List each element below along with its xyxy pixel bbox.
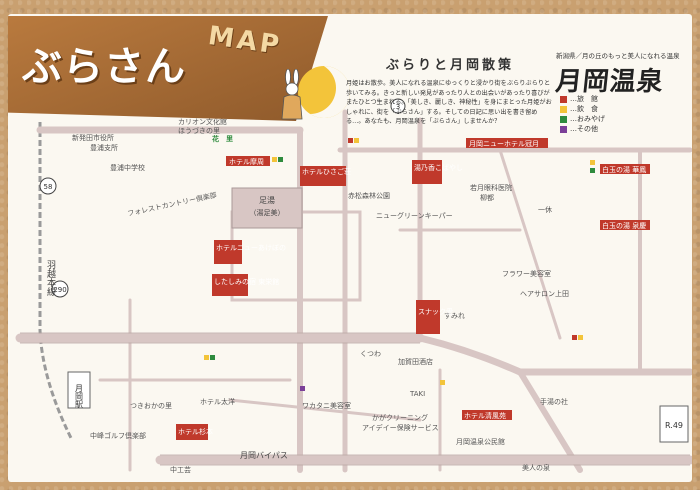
- map-panel: 足湯 （湯足美） 月岡駅 290 58 3 R.49 新発田市役所 豊浦支所 豊…: [8, 14, 692, 482]
- legend-label: …旅 館: [570, 95, 598, 103]
- svg-text:フォレストカントリー倶楽部: フォレストカントリー倶楽部: [127, 190, 218, 218]
- svg-text:花 里: 花 里: [212, 134, 233, 143]
- svg-text:かがクリーニング: かがクリーニング: [372, 413, 428, 422]
- svg-text:ホテルひさご荘: ホテルひさご荘: [302, 167, 351, 176]
- svg-text:白玉の湯 華鳳: 白玉の湯 華鳳: [602, 165, 646, 174]
- bypass-label: 月岡バイパス: [240, 451, 288, 460]
- hotel-markers[interactable]: ホテル摩周 ホテルひさご荘 湯乃香こばやし 月岡ニューホテル冠月 白玉の湯 華鳳…: [176, 138, 650, 440]
- map-canvas[interactable]: 足湯 （湯足美） 月岡駅 290 58 3 R.49 新発田市役所 豊浦支所 豊…: [8, 14, 692, 482]
- svg-text:ホテル太洋: ホテル太洋: [200, 397, 235, 406]
- ashiyu-park[interactable]: [231, 187, 303, 229]
- svg-text:ホテル清風苑: ホテル清風苑: [464, 411, 506, 420]
- svg-text:加賀田酒店: 加賀田酒店: [398, 357, 433, 366]
- svg-text:ニューグリーンキーパー: ニューグリーンキーパー: [376, 211, 453, 220]
- legend-swatch: [560, 115, 567, 123]
- svg-text:若月眼科医院: 若月眼科医院: [470, 183, 512, 192]
- legend-swatch: [560, 125, 567, 133]
- svg-text:月岡ニューホテル冠月: 月岡ニューホテル冠月: [469, 140, 539, 148]
- svg-text:一休: 一休: [538, 205, 552, 214]
- svg-text:ホテルニューあけぼの: ホテルニューあけぼの: [216, 244, 286, 252]
- road-3-label: 3: [396, 103, 400, 111]
- legend: …旅 館 …飲 食 …おみやげ …その他: [560, 94, 605, 134]
- haneetsu-label: 羽越本線: [45, 260, 56, 296]
- svg-text:月岡温泉公民館: 月岡温泉公民館: [456, 437, 505, 446]
- svg-text:豊浦支所: 豊浦支所: [90, 143, 118, 152]
- svg-text:ホテル杉本: ホテル杉本: [178, 427, 213, 436]
- r49-box: [659, 405, 689, 443]
- legend-item-ryokan: …旅 館: [560, 94, 605, 104]
- legend-swatch: [560, 105, 567, 113]
- road-network: [15, 109, 692, 473]
- road-290-label: 290: [53, 286, 66, 294]
- svg-text:すみれ: すみれ: [444, 312, 465, 320]
- svg-text:TAKI: TAKI: [409, 390, 425, 398]
- category-chips: [204, 138, 595, 391]
- legend-item-other: …その他: [560, 124, 605, 134]
- tsukioka-station[interactable]: [67, 371, 91, 409]
- svg-text:くつわ: くつわ: [360, 350, 381, 358]
- road-marker-290: [51, 280, 69, 298]
- svg-text:柳都: 柳都: [480, 193, 494, 202]
- r49-label: R.49: [665, 421, 683, 430]
- legend-label: …飲 食: [570, 105, 598, 113]
- road-edges: [20, 332, 690, 466]
- svg-text:新発田市役所: 新発田市役所: [72, 133, 114, 142]
- svg-text:湯乃香こばやし: 湯乃香こばやし: [414, 163, 463, 172]
- legend-label: …おみやげ: [570, 115, 605, 123]
- svg-text:美人の泉: 美人の泉: [522, 463, 550, 472]
- road-58-label: 58: [44, 183, 53, 191]
- svg-text:月岡カリオンパーク: 月岡カリオンパーク: [172, 100, 235, 108]
- svg-text:中工芸: 中工芸: [170, 465, 191, 474]
- svg-text:白玉の湯 泉慶: 白玉の湯 泉慶: [602, 221, 646, 230]
- ashiyu-sublabel: （湯足美）: [250, 208, 285, 217]
- svg-text:赤松森林公園: 赤松森林公園: [348, 191, 390, 200]
- tsukioka-station-label: 月岡駅: [75, 384, 84, 409]
- svg-text:カリオン文化館: カリオン文化館: [178, 117, 227, 126]
- road-marker-3: [390, 98, 406, 114]
- road-marker-58: [39, 177, 57, 195]
- svg-text:中峰ゴルフ倶楽部: 中峰ゴルフ倶楽部: [90, 431, 146, 440]
- legend-swatch: [560, 95, 567, 103]
- svg-text:ほうづきの里: ほうづきの里: [178, 126, 220, 135]
- svg-text:びいどろ: びいどろ: [178, 109, 206, 117]
- legend-item-souvenir: …おみやげ: [560, 114, 605, 124]
- svg-text:フラワー美容室: フラワー美容室: [502, 269, 551, 278]
- svg-text:ホテル摩周: ホテル摩周: [229, 157, 264, 166]
- legend-label: …その他: [570, 125, 598, 133]
- legend-item-food: …飲 食: [560, 104, 605, 114]
- svg-text:ワカタニ美容室: ワカタニ美容室: [302, 401, 351, 410]
- svg-text:豊浦中学校: 豊浦中学校: [110, 163, 145, 172]
- svg-text:スナック愛: スナック愛: [418, 307, 453, 316]
- svg-text:したしみの宿 東栄館: したしみの宿 東栄館: [214, 277, 279, 286]
- svg-text:つきおかの里: つきおかの里: [130, 402, 172, 410]
- svg-text:手湯の社: 手湯の社: [540, 397, 568, 406]
- ashiyu-label: 足湯: [259, 195, 275, 205]
- svg-text:アイデイー保険サービス: アイデイー保険サービス: [362, 423, 439, 432]
- svg-text:ヘアサロン上田: ヘアサロン上田: [520, 289, 569, 298]
